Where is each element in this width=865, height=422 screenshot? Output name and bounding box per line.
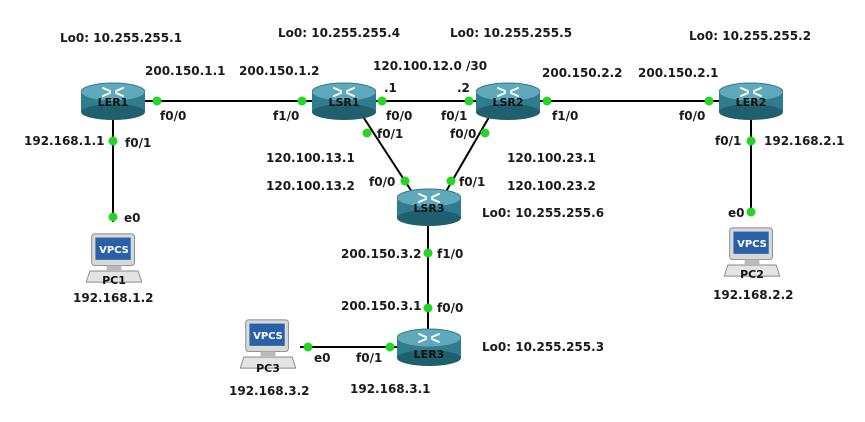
loopback-label-ler3: Lo0: 10.255.255.3: [482, 340, 604, 354]
router-label: LER3: [414, 348, 445, 361]
ip-label: 120.100.23.2: [507, 179, 596, 193]
port-dot: [423, 303, 433, 313]
interface-label: f0/1: [125, 136, 151, 150]
interface-label: f0/1: [377, 127, 403, 141]
pc-label: PC3: [256, 362, 280, 375]
port-dot: [297, 96, 307, 106]
loopback-label-ler2: Lo0: 10.255.255.2: [689, 29, 811, 43]
ip-label: 200.150.3.1: [341, 299, 421, 313]
subnet-label: 120.100.12.0 /30: [373, 59, 487, 73]
port-dot: [480, 128, 490, 138]
router-label: LER1: [98, 96, 129, 109]
port-dot: [542, 96, 552, 106]
pc-ip-label: 192.168.3.2: [229, 384, 309, 398]
interface-label: f1/0: [552, 109, 578, 123]
interface-label: f0/1: [356, 351, 382, 365]
port-dot: [362, 128, 372, 138]
pc-label: PC1: [102, 274, 126, 287]
pc-ip-label: 192.168.1.2: [73, 291, 153, 305]
interface-label: f0/1: [715, 134, 741, 148]
router-lsr2[interactable]: LSR2: [476, 82, 540, 120]
port-dots: [108, 96, 756, 352]
port-dot: [423, 248, 433, 258]
port-dot: [704, 96, 714, 106]
vpcs-badge: VPCS: [737, 239, 767, 250]
host-label: .2: [457, 81, 470, 95]
ip-label: 200.150.2.1: [638, 66, 718, 80]
port-dot: [108, 136, 118, 146]
router-ler3[interactable]: LER3: [397, 328, 461, 366]
router-label: LSR3: [413, 202, 444, 215]
ip-label: 200.150.1.1: [145, 64, 225, 78]
interface-label: f0/0: [437, 301, 463, 315]
pc-pc2[interactable]: VPCS PC2: [724, 227, 780, 281]
interface-label: f0/0: [450, 127, 476, 141]
pc-ip-label: 192.168.2.2: [713, 288, 793, 302]
port-dot: [385, 342, 395, 352]
port-dot: [108, 212, 118, 222]
ip-label: 192.168.2.1: [764, 134, 844, 148]
ip-label: 192.168.1.1: [24, 134, 104, 148]
ip-label: 200.150.2.2: [542, 66, 622, 80]
interface-label: f0/0: [679, 109, 705, 123]
vpcs-badge: VPCS: [99, 245, 129, 256]
router-lsr3[interactable]: LSR3: [397, 188, 461, 226]
loopback-label-lsr3: Lo0: 10.255.255.6: [482, 206, 604, 220]
ip-label: 200.150.1.2: [239, 64, 319, 78]
ip-label: 120.100.23.1: [507, 151, 596, 165]
interface-label: e0: [314, 351, 331, 365]
vpcs-badge: VPCS: [253, 331, 283, 342]
interface-label: e0: [728, 206, 745, 220]
interface-label: f0/1: [441, 109, 467, 123]
router-label: LSR2: [492, 96, 523, 109]
host-label: .1: [384, 81, 397, 95]
router-ler2[interactable]: LER2: [719, 82, 783, 120]
port-dot: [446, 176, 456, 186]
port-dot: [377, 96, 387, 106]
pc-pc3[interactable]: VPCS PC3: [240, 319, 296, 375]
port-dot: [152, 96, 162, 106]
interface-label: f1/0: [437, 247, 463, 261]
loopback-label-lsr1: Lo0: 10.255.255.4: [278, 26, 400, 40]
pc-label: PC2: [740, 268, 764, 281]
router-ler1[interactable]: LER1: [81, 82, 145, 120]
ip-label: 120.100.13.2: [266, 179, 355, 193]
port-dot: [464, 96, 474, 106]
interface-label: e0: [124, 211, 141, 225]
pc-pc1[interactable]: VPCS PC1: [86, 233, 142, 287]
router-lsr1[interactable]: LSR1: [312, 82, 376, 120]
port-dot: [746, 136, 756, 146]
vpcs-icon: [240, 319, 296, 369]
ip-label: 120.100.13.1: [266, 151, 355, 165]
interface-label: f0/0: [369, 175, 395, 189]
router-label: LSR1: [328, 96, 359, 109]
port-dot: [746, 207, 756, 217]
router-label: LER2: [736, 96, 767, 109]
ip-label: 192.168.3.1: [350, 382, 430, 396]
interface-label: f0/0: [386, 109, 412, 123]
interface-label: f0/1: [459, 175, 485, 189]
loopback-label-lsr2: Lo0: 10.255.255.5: [450, 26, 572, 40]
interface-label: f0/0: [160, 109, 186, 123]
port-dot: [303, 342, 313, 352]
interface-label: f1/0: [273, 109, 299, 123]
port-dot: [400, 176, 410, 186]
loopback-label-ler1: Lo0: 10.255.255.1: [60, 31, 182, 45]
ip-label: 200.150.3.2: [341, 247, 421, 261]
